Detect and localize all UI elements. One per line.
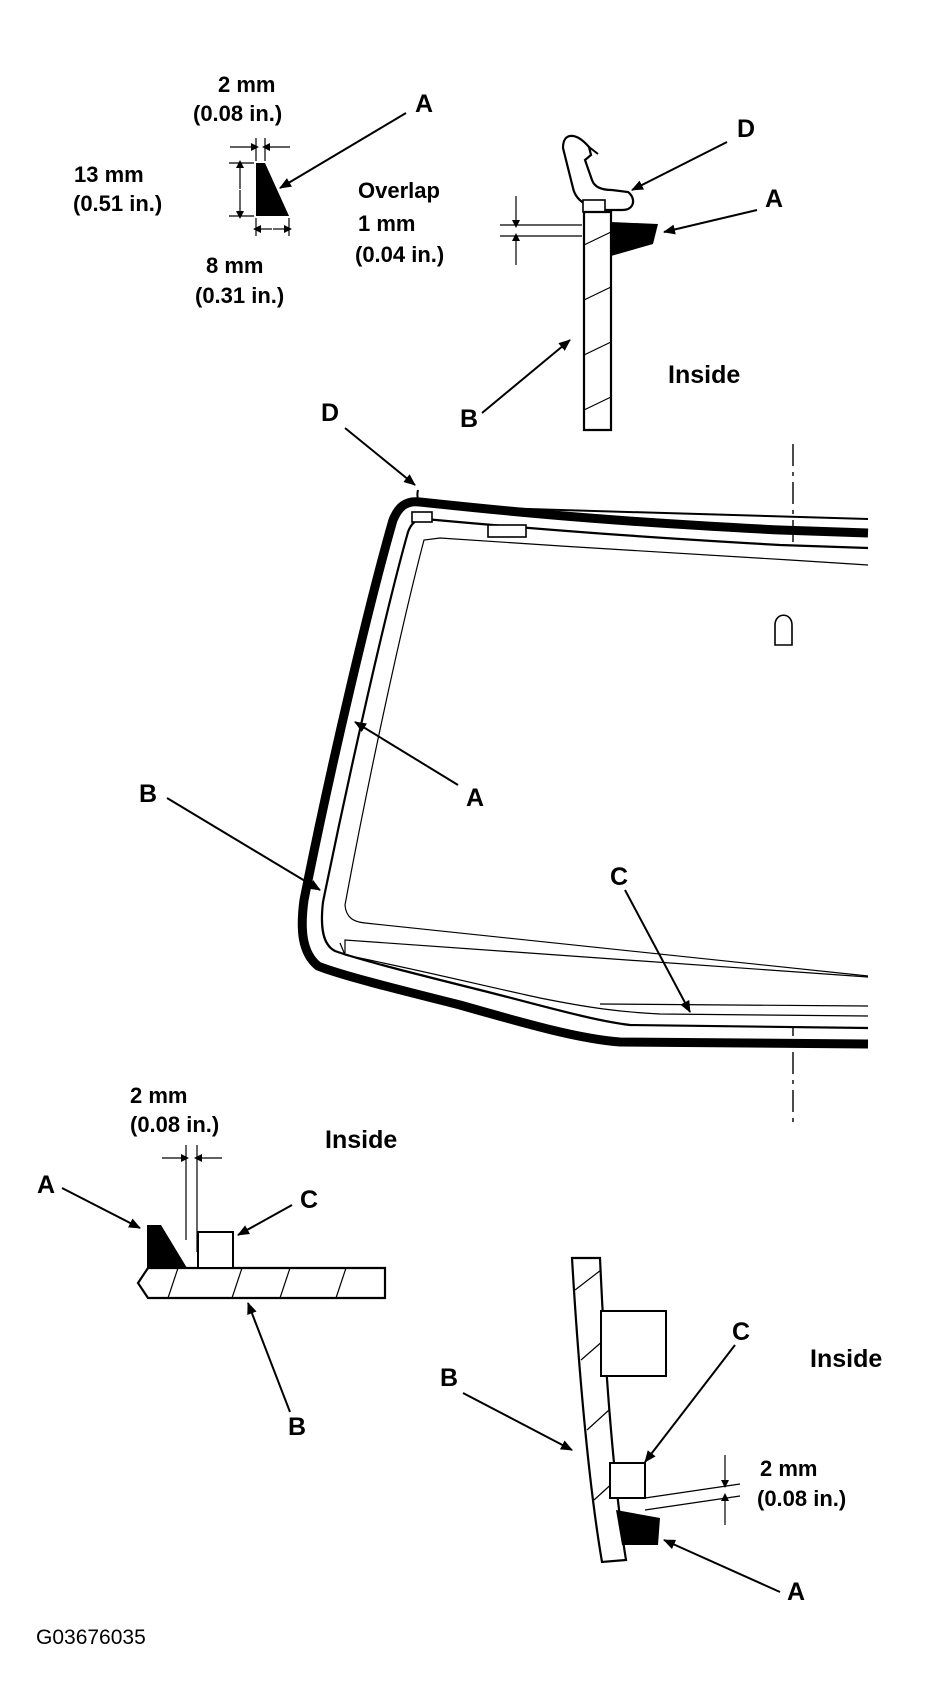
glass-section-bottom-left — [136, 1266, 387, 1300]
label-c-bottom-right: C — [732, 1318, 750, 1346]
stopper-block — [600, 1310, 667, 1377]
inside-label-bottom-left: Inside — [325, 1126, 397, 1154]
dim-height-in: (0.51 in.) — [73, 191, 162, 216]
molding-overlap-detail: D A B Inside Overlap 1 mm (0.04 in.) — [355, 115, 783, 433]
inside-label-bottom-right: Inside — [810, 1345, 882, 1373]
dim-top-width-in: (0.08 in.) — [193, 101, 282, 126]
dim-bottom-width-in: (0.31 in.) — [195, 283, 284, 308]
label-b-top: B — [460, 405, 478, 433]
label-a-main: A — [466, 784, 484, 812]
figure-id: G03676035 — [36, 1626, 146, 1649]
br-gap-mm: 2 mm — [760, 1456, 817, 1481]
label-a-bead: A — [415, 90, 433, 118]
label-a-bottom-right: A — [787, 1578, 805, 1606]
adhesive-bead-top — [611, 222, 658, 256]
dim-height-mm: 13 mm — [74, 162, 144, 187]
adhesive-bead-bottom-right — [616, 1510, 660, 1545]
inside-label-top: Inside — [668, 361, 740, 389]
windshield-front-view: D A B C — [139, 399, 869, 1123]
arrow-a-bead — [279, 112, 407, 189]
spacer-bottom-left — [197, 1231, 234, 1269]
adhesive-bead-perimeter — [297, 497, 869, 1049]
overlap-mm: 1 mm — [358, 211, 415, 236]
overlap-in: (0.04 in.) — [355, 242, 444, 267]
label-b-bottom-left: B — [288, 1413, 306, 1441]
overlap-label: Overlap — [358, 178, 440, 203]
bl-gap-in: (0.08 in.) — [130, 1112, 219, 1137]
label-c-main: C — [610, 863, 628, 891]
adhesive-bead-bottom-left — [147, 1225, 187, 1268]
label-b-bottom-right: B — [440, 1364, 458, 1392]
dim-top-width-mm: 2 mm — [218, 72, 275, 97]
label-a-bottom-left: A — [37, 1171, 55, 1199]
windshield-molding — [561, 134, 635, 212]
lower-edge-curved-detail: Inside 2 mm (0.08 in.) B C A — [440, 1256, 882, 1606]
mirror-mount-icon — [774, 614, 793, 646]
label-d-main: D — [321, 399, 339, 427]
windshield-visible-area — [344, 537, 869, 977]
adhesive-bead-profile — [256, 163, 289, 216]
top-molding — [416, 489, 869, 520]
br-gap-in: (0.08 in.) — [757, 1486, 846, 1511]
spacer-bottom-right — [609, 1462, 646, 1499]
label-b-main: B — [139, 780, 157, 808]
windshield-glass-edge — [320, 517, 869, 1030]
label-a-top: A — [765, 185, 783, 213]
adhesive-bead-dimension-detail: 2 mm (0.08 in.) A 13 mm (0.51 in.) 8 mm … — [73, 72, 433, 308]
lower-edge-flat-detail: 2 mm (0.08 in.) Inside A C B — [37, 1083, 397, 1441]
bl-gap-mm: 2 mm — [130, 1083, 187, 1108]
label-c-bottom-left: C — [300, 1186, 318, 1214]
label-d-molding: D — [737, 115, 755, 143]
dim-bottom-width-mm: 8 mm — [206, 253, 263, 278]
windshield-glass-section-top — [582, 210, 613, 432]
